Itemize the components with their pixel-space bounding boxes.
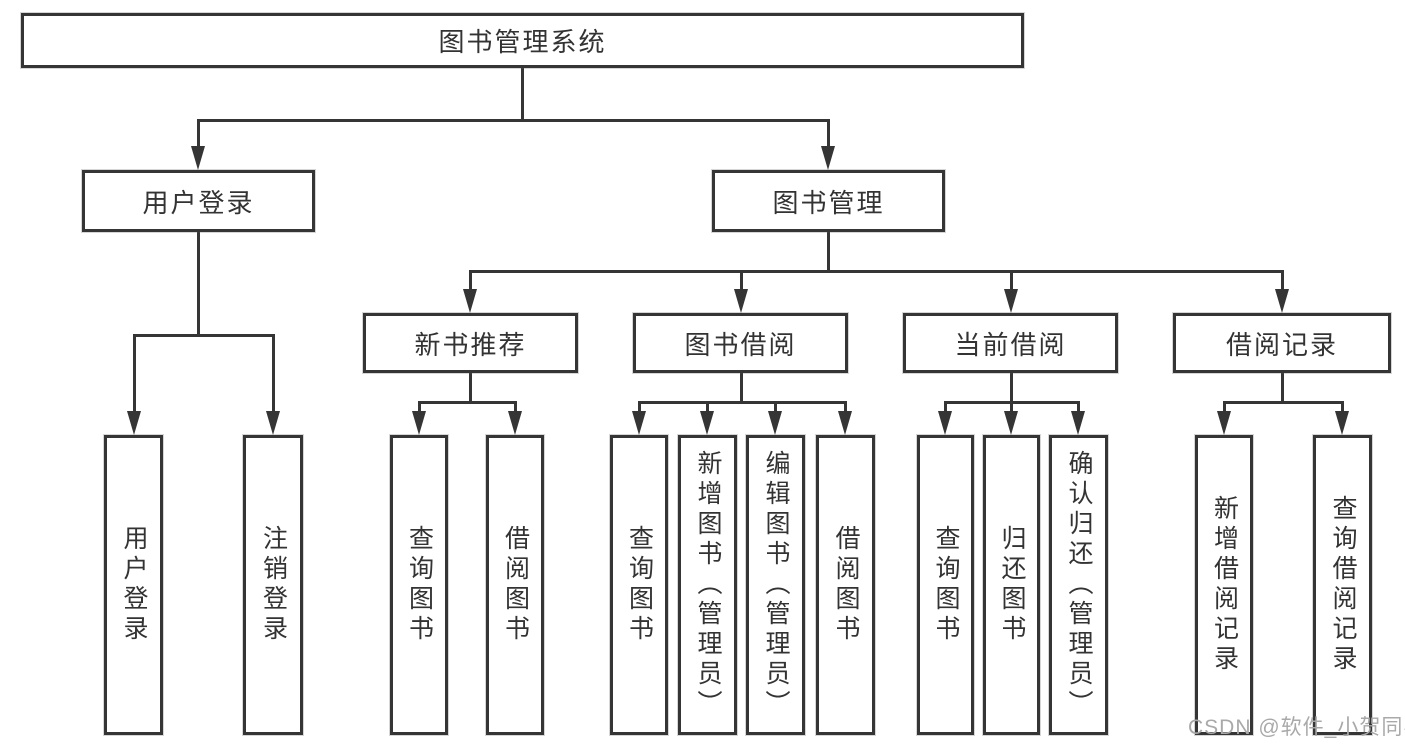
arrowhead-icon: [821, 146, 835, 170]
connector-line: [513, 402, 517, 413]
node-add-books-admin: 新增图书（管理员）: [678, 435, 737, 735]
node-label: 查询图书: [625, 525, 654, 645]
connector-line: [520, 68, 524, 120]
connector-line: [1009, 271, 1013, 291]
arrowhead-icon: [1275, 289, 1289, 313]
node-edit-books-admin: 编辑图书（管理员）: [746, 435, 805, 735]
connector-bus: [196, 118, 830, 122]
node-book-management: 图书管理: [712, 170, 945, 232]
connector-line: [637, 402, 641, 413]
connector-line: [271, 335, 275, 413]
node-label: 确认归还（管理员）: [1065, 450, 1093, 720]
node-label: 借阅图书: [501, 525, 530, 645]
arrowhead-icon: [1004, 411, 1018, 435]
node-logout-action: 注销登录: [243, 435, 303, 735]
connector-line: [739, 373, 743, 402]
connector-line: [1009, 402, 1013, 413]
connector-line: [468, 271, 472, 291]
arrowhead-icon: [266, 411, 280, 435]
arrowhead-icon: [127, 411, 141, 435]
node-current-borrowing: 当前借阅: [903, 313, 1118, 373]
node-return-books: 归还图书: [983, 435, 1040, 735]
connector-bus: [132, 333, 275, 337]
arrowhead-icon: [1004, 289, 1018, 313]
connector-line: [1222, 402, 1226, 413]
arrowhead-icon: [838, 411, 852, 435]
node-user-login: 用户登录: [82, 170, 315, 232]
node-label: 归还图书: [998, 525, 1026, 645]
connector-line: [417, 402, 421, 413]
node-borrow-books: 借阅图书: [816, 435, 875, 735]
connector-line: [826, 120, 830, 148]
node-book-borrowing: 图书借阅: [633, 313, 848, 373]
connector-line: [1009, 373, 1013, 402]
connector-line: [943, 402, 947, 413]
arrowhead-icon: [1335, 411, 1349, 435]
node-query-borrow-record: 查询借阅记录: [1313, 435, 1372, 735]
node-query-books-recommend: 查询图书: [390, 435, 448, 735]
connector-bus: [1222, 400, 1344, 404]
node-label: 编辑图书（管理员）: [762, 450, 790, 720]
connector-line: [773, 402, 777, 413]
node-confirm-return-admin: 确认归还（管理员）: [1049, 435, 1108, 735]
arrowhead-icon: [191, 146, 205, 170]
arrowhead-icon: [700, 411, 714, 435]
node-label: 借阅图书: [832, 525, 860, 645]
node-user-login-action: 用户登录: [104, 435, 163, 735]
connector-bus: [637, 400, 847, 404]
node-label: 注销登录: [259, 525, 288, 645]
node-label: 新增图书（管理员）: [694, 450, 722, 720]
connector-line: [1280, 373, 1284, 402]
node-label: 新增借阅记录: [1210, 495, 1239, 675]
connector-line: [1280, 271, 1284, 291]
connector-line: [196, 120, 200, 148]
arrowhead-icon: [412, 411, 426, 435]
node-new-book-recommendation: 新书推荐: [363, 313, 578, 373]
node-borrowing-records: 借阅记录: [1173, 313, 1391, 373]
arrowhead-icon: [632, 411, 646, 435]
arrowhead-icon: [734, 289, 748, 313]
arrowhead-icon: [463, 289, 477, 313]
watermark-text: CSDN @软件_小贺同学: [1188, 716, 1405, 739]
node-book-management-system: 图书管理系统: [21, 13, 1024, 68]
connector-line: [843, 402, 847, 413]
connector-line: [739, 271, 743, 291]
connector-bus: [468, 269, 1284, 273]
node-label: 查询图书: [932, 525, 960, 645]
connector-line: [1340, 402, 1344, 413]
connector-line: [468, 373, 472, 402]
node-label: 查询借阅记录: [1329, 495, 1357, 675]
node-label: 查询图书: [405, 525, 434, 645]
arrowhead-icon: [1071, 411, 1085, 435]
connector-line: [705, 402, 709, 413]
node-add-borrow-record: 新增借阅记录: [1195, 435, 1253, 735]
node-query-books-current: 查询图书: [917, 435, 974, 735]
node-borrow-books-recommend: 借阅图书: [486, 435, 544, 735]
arrowhead-icon: [938, 411, 952, 435]
arrowhead-icon: [508, 411, 522, 435]
node-label: 用户登录: [120, 525, 148, 645]
arrowhead-icon: [1217, 411, 1231, 435]
connector-line: [1076, 402, 1080, 413]
connector-bus: [417, 400, 517, 404]
connector-line: [132, 335, 136, 413]
connector-line: [826, 232, 830, 271]
node-query-books-borrow: 查询图书: [610, 435, 668, 735]
connector-line: [196, 232, 200, 335]
arrowhead-icon: [768, 411, 782, 435]
